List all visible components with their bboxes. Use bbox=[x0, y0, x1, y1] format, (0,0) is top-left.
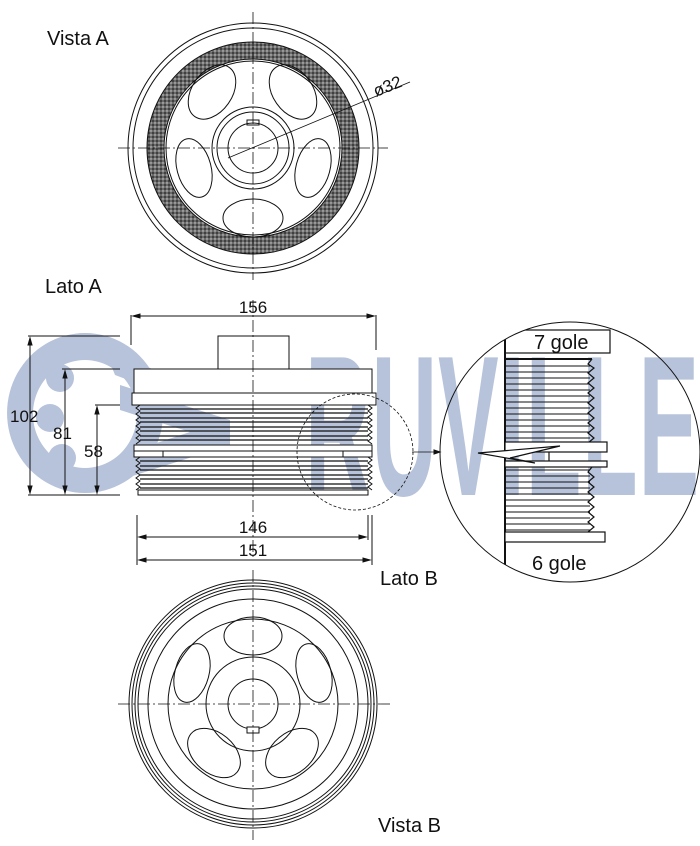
dimension-height-mid: 81 bbox=[53, 424, 72, 443]
label-vista-b: Vista B bbox=[378, 815, 441, 837]
side-view bbox=[27, 300, 442, 565]
label-bottom-grooves: 6 gole bbox=[532, 553, 587, 575]
dimension-overall-width: 156 bbox=[239, 298, 267, 317]
groove-detail-view bbox=[439, 321, 700, 583]
vista-a-view bbox=[118, 12, 411, 280]
label-lato-b: Lato B bbox=[380, 568, 438, 590]
dimension-bore-diameter: ø32 bbox=[370, 72, 404, 101]
dimension-height-total: 102 bbox=[10, 407, 38, 426]
dimension-width-151: 151 bbox=[239, 541, 267, 560]
label-vista-a: Vista A bbox=[47, 28, 110, 50]
label-lato-a: Lato A bbox=[45, 276, 102, 298]
dimension-width-146: 146 bbox=[239, 518, 267, 537]
ruville-watermark: RUVILLE bbox=[7, 315, 700, 538]
label-top-grooves: 7 gole bbox=[534, 332, 589, 354]
svg-text:RUVILLE: RUVILLE bbox=[305, 315, 700, 538]
dimension-height-groove: 58 bbox=[84, 442, 103, 461]
vista-b-view bbox=[118, 570, 390, 840]
